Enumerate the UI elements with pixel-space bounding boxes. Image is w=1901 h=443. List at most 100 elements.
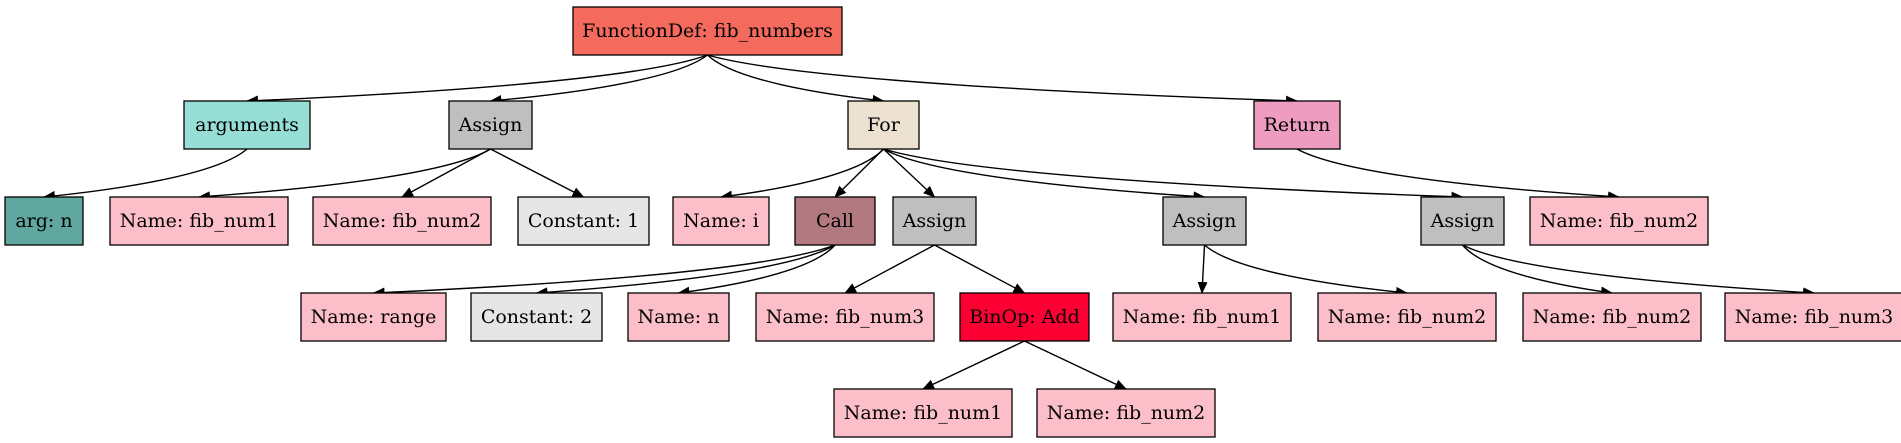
node-binop-add: BinOp: Add bbox=[959, 292, 1090, 342]
node-label-name-fib-num2-c: Name: fib_num2 bbox=[1047, 402, 1206, 424]
node-box-binop-add bbox=[959, 292, 1090, 342]
node-name-fib-num2-c: Name: fib_num2 bbox=[1036, 388, 1216, 438]
node-label-name-fib-num2-b: Name: fib_num2 bbox=[1540, 210, 1699, 232]
node-label-name-fib-num1-c: Name: fib_num1 bbox=[1123, 306, 1282, 328]
node-label-call: Call bbox=[816, 210, 854, 232]
node-label-arg-n: arg: n bbox=[15, 210, 72, 232]
node-label-name-i: Name: i bbox=[683, 210, 759, 232]
node-name-fib-num3-a: Name: fib_num3 bbox=[755, 292, 935, 342]
node-label-for: For bbox=[867, 114, 901, 136]
node-box-name-fib-num2-a bbox=[312, 196, 492, 246]
edge-arguments-to-arg-n bbox=[43, 148, 248, 201]
node-name-fib-num3-b: Name: fib_num3 bbox=[1724, 292, 1901, 342]
node-name-fib-num2-d: Name: fib_num2 bbox=[1522, 292, 1702, 342]
node-constant-2: Constant: 2 bbox=[470, 292, 603, 342]
node-arguments: arguments bbox=[183, 100, 311, 150]
edge-functiondef-to-for bbox=[707, 54, 885, 105]
node-label-functiondef: FunctionDef: fib_numbers bbox=[582, 20, 833, 42]
edge-binop-add-to-name-fib-num1-b bbox=[922, 340, 1025, 390]
node-constant-1: Constant: 1 bbox=[517, 196, 650, 246]
node-name-fib-num1-c: Name: fib_num1 bbox=[1112, 292, 1292, 342]
node-box-call bbox=[794, 196, 876, 246]
node-label-assign1: Assign bbox=[458, 114, 523, 136]
node-box-constant-2 bbox=[470, 292, 603, 342]
node-label-name-fib-num3-b: Name: fib_num3 bbox=[1735, 306, 1894, 328]
node-box-name-fib-num2-d bbox=[1522, 292, 1702, 342]
edge-call-to-name-n bbox=[677, 244, 836, 297]
node-box-constant-1 bbox=[517, 196, 650, 246]
edge-assign4-to-name-fib-num3-b bbox=[1462, 244, 1815, 298]
node-name-fib-num1-b: Name: fib_num1 bbox=[833, 388, 1013, 438]
node-name-fib-num2-b: Name: fib_num2 bbox=[1529, 196, 1709, 246]
node-name-range: Name: range bbox=[300, 292, 447, 342]
node-label-constant-1: Constant: 1 bbox=[528, 210, 639, 232]
edge-for-to-name-i bbox=[720, 148, 885, 201]
edge-return-to-name-fib-num2-b bbox=[1296, 148, 1620, 202]
edge-assign1-to-constant-1 bbox=[490, 148, 585, 198]
edge-for-to-call bbox=[834, 148, 884, 198]
node-box-name-fib-num2-e bbox=[1317, 292, 1497, 342]
node-box-name-fib-num1-b bbox=[833, 388, 1013, 438]
edge-functiondef-to-arguments bbox=[246, 54, 708, 106]
node-box-return bbox=[1253, 100, 1341, 150]
edge-call-to-name-range bbox=[372, 244, 836, 298]
node-box-assign2 bbox=[892, 196, 977, 246]
node-functiondef: FunctionDef: fib_numbers bbox=[572, 6, 843, 56]
node-name-fib-num2-e: Name: fib_num2 bbox=[1317, 292, 1497, 342]
node-call: Call bbox=[794, 196, 876, 246]
node-box-assign3 bbox=[1162, 196, 1247, 246]
edge-assign2-to-name-fib-num3-a bbox=[844, 244, 935, 294]
node-for: For bbox=[847, 100, 920, 150]
node-label-assign2: Assign bbox=[902, 210, 967, 232]
node-assign4: Assign bbox=[1420, 196, 1505, 246]
edge-assign2-to-binop-add bbox=[934, 244, 1026, 294]
node-assign3: Assign bbox=[1162, 196, 1247, 246]
edge-for-to-assign4 bbox=[883, 148, 1464, 202]
node-assign2: Assign bbox=[892, 196, 977, 246]
node-box-name-fib-num1-c bbox=[1112, 292, 1292, 342]
node-name-i: Name: i bbox=[672, 196, 770, 246]
edge-binop-add-to-name-fib-num2-c bbox=[1024, 340, 1127, 390]
edge-assign3-to-name-fib-num1-c bbox=[1197, 244, 1208, 294]
node-label-name-range: Name: range bbox=[311, 306, 437, 328]
edge-assign1-to-name-fib-num2-a bbox=[401, 148, 491, 198]
node-label-assign4: Assign bbox=[1430, 210, 1495, 232]
node-box-for bbox=[847, 100, 920, 150]
node-box-name-fib-num2-b bbox=[1529, 196, 1709, 246]
node-label-name-fib-num1-b: Name: fib_num1 bbox=[844, 402, 1003, 424]
node-box-name-fib-num2-c bbox=[1036, 388, 1216, 438]
node-box-name-range bbox=[300, 292, 447, 342]
node-box-name-fib-num1-a bbox=[109, 196, 289, 246]
node-label-name-fib-num2-e: Name: fib_num2 bbox=[1328, 306, 1487, 328]
edge-for-to-assign3 bbox=[883, 148, 1206, 202]
edge-functiondef-to-assign1 bbox=[489, 54, 708, 105]
node-box-name-i bbox=[672, 196, 770, 246]
node-label-return: Return bbox=[1264, 114, 1331, 136]
node-box-name-fib-num3-a bbox=[755, 292, 935, 342]
node-name-n: Name: n bbox=[627, 292, 730, 342]
edge-assign3-to-name-fib-num2-e bbox=[1204, 244, 1408, 297]
node-label-binop-add: BinOp: Add bbox=[969, 306, 1080, 328]
node-label-name-fib-num3-a: Name: fib_num3 bbox=[766, 306, 925, 328]
node-label-arguments: arguments bbox=[195, 114, 299, 136]
node-label-assign3: Assign bbox=[1172, 210, 1237, 232]
edge-assign1-to-name-fib-num1-a bbox=[198, 148, 491, 202]
node-name-fib-num1-a: Name: fib_num1 bbox=[109, 196, 289, 246]
edges bbox=[43, 54, 1815, 390]
node-box-name-n bbox=[627, 292, 730, 342]
node-box-assign4 bbox=[1420, 196, 1505, 246]
node-box-name-fib-num3-b bbox=[1724, 292, 1901, 342]
edge-for-to-assign2 bbox=[883, 148, 936, 198]
node-assign1: Assign bbox=[448, 100, 533, 150]
node-return: Return bbox=[1253, 100, 1341, 150]
node-box-functiondef bbox=[572, 6, 843, 56]
node-label-constant-2: Constant: 2 bbox=[481, 306, 592, 328]
edge-assign4-to-name-fib-num2-d bbox=[1461, 244, 1613, 297]
node-box-arg-n bbox=[4, 196, 84, 246]
node-label-name-n: Name: n bbox=[638, 306, 720, 328]
node-arg-n: arg: n bbox=[4, 196, 84, 246]
edge-call-to-constant-2 bbox=[535, 244, 836, 298]
node-label-name-fib-num2-a: Name: fib_num2 bbox=[323, 210, 482, 232]
